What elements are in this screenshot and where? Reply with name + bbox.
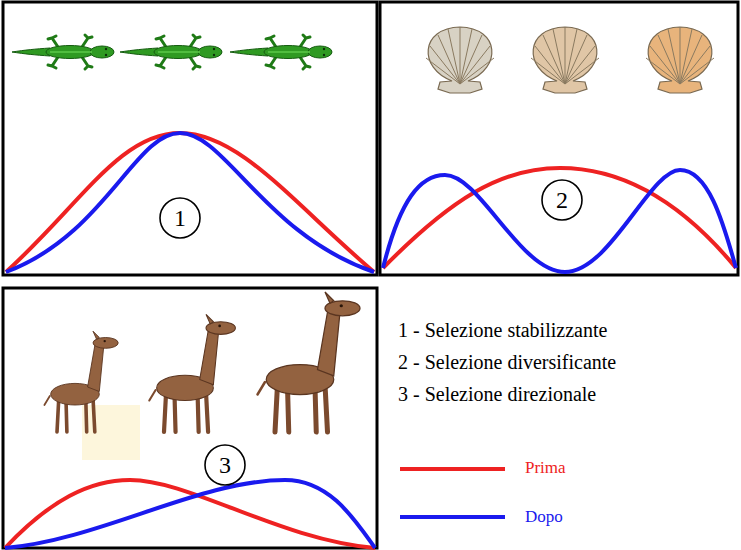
circled-number: 1 (159, 197, 201, 239)
legend-line (400, 467, 505, 471)
lizard (120, 35, 222, 69)
curve-after (5, 480, 375, 548)
shell (426, 27, 494, 93)
lizard (12, 35, 114, 69)
animal-medium (149, 314, 235, 432)
circle-shape (542, 180, 582, 220)
circled-number: 3 (204, 444, 246, 486)
selection-caption: 3 - Selezione direzionale (398, 382, 596, 406)
legend-text: Prima (525, 458, 566, 478)
animal-short (44, 331, 118, 432)
circle-number-text: 2 (556, 187, 568, 213)
circle-number-text: 1 (174, 205, 186, 231)
selection-caption: 1 - Selezione stabilizzante (398, 318, 607, 342)
circled-number: 2 (541, 179, 583, 221)
curve-after (383, 170, 736, 272)
animal-tall (258, 292, 361, 432)
circle-shape (160, 198, 200, 238)
circle-number-text: 3 (219, 452, 231, 478)
shell (531, 27, 599, 93)
lizard (230, 35, 332, 69)
curve-before (6, 133, 374, 272)
pale-patch (82, 405, 140, 460)
circle-shape (205, 445, 245, 485)
selection-caption: 2 - Selezione diversificante (398, 350, 616, 374)
panel-frame (3, 288, 377, 548)
panel-frame (380, 2, 738, 275)
curve-before (5, 480, 375, 548)
panel-frame (3, 2, 377, 275)
shell (646, 27, 714, 93)
legend-line (400, 515, 505, 519)
curve-before (383, 168, 736, 268)
curve-after (6, 133, 374, 272)
legend-text: Dopo (525, 507, 563, 527)
